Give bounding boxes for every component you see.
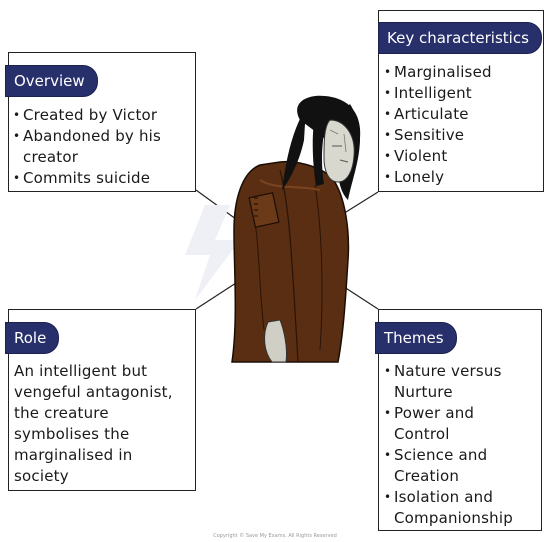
list-item: Sensitive: [384, 125, 540, 146]
copyright-footer: Copyright © Save My Exams. All Rights Re…: [213, 533, 337, 539]
role-box: Role An intelligent but vengeful antagon…: [5, 309, 196, 491]
list-item: Lonely: [384, 167, 540, 188]
list-item: Science and Creation: [384, 445, 524, 487]
creature-illustration: [231, 95, 361, 363]
list-item: Abandoned by his creator: [13, 126, 173, 168]
list-item: Commits suicide: [13, 168, 191, 189]
list-item: Power and Control: [384, 403, 524, 445]
key-characteristics-list: Marginalised Intelligent Articulate Sens…: [384, 62, 540, 188]
role-tag: Role: [5, 322, 60, 354]
key-characteristics-tag: Key characteristics: [378, 22, 542, 54]
role-description: An intelligent but vengeful antagonist, …: [14, 362, 173, 485]
overview-tag: Overview: [5, 65, 98, 97]
list-item: Violent: [384, 146, 540, 167]
list-item: Isolation and Companionship: [384, 487, 513, 529]
themes-list: Nature versus Nurture Power and Control …: [384, 361, 524, 529]
overview-box: Overview Created by Victor Abandoned by …: [5, 52, 196, 192]
list-item: Marginalised: [384, 62, 540, 83]
list-item: Articulate: [384, 104, 540, 125]
list-item: Nature versus Nurture: [384, 361, 524, 403]
overview-list: Created by Victor Abandoned by his creat…: [13, 105, 191, 189]
themes-box: Themes Nature versus Nurture Power and C…: [375, 309, 542, 531]
role-connector: [195, 282, 237, 310]
list-item: Created by Victor: [13, 105, 191, 126]
key-characteristics-box: Key characteristics Marginalised Intelli…: [378, 10, 544, 192]
list-item: Intelligent: [384, 83, 540, 104]
themes-tag: Themes: [375, 322, 457, 354]
